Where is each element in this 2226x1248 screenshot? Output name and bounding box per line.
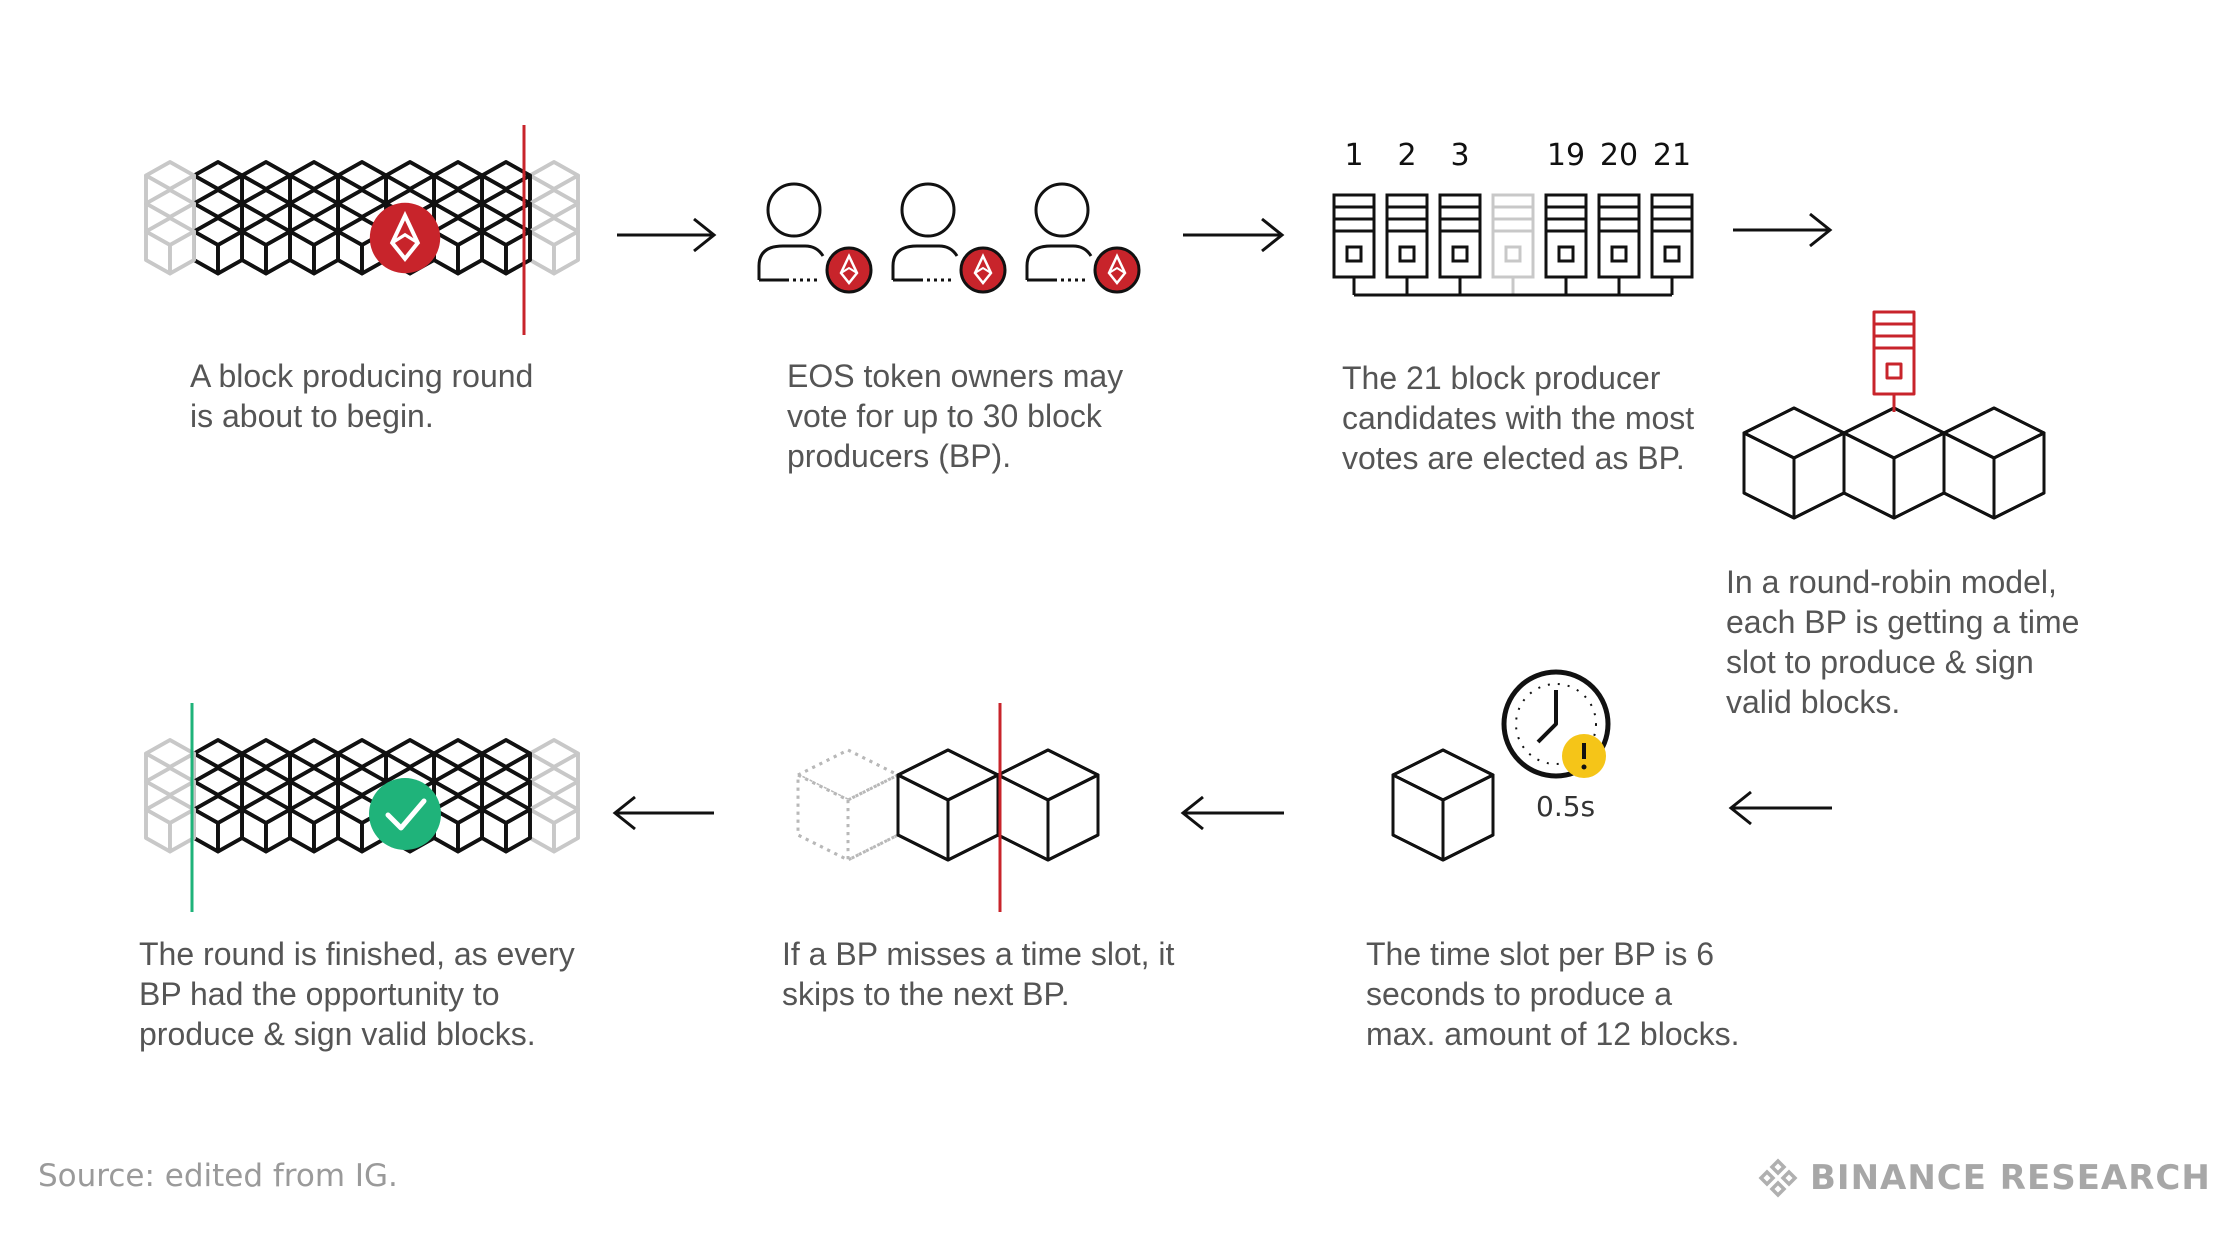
step3-caption: The 21 block producer candidates with th… <box>1342 360 1695 476</box>
step6-caption: If a BP misses a time slot, it skips to … <box>782 936 1175 1012</box>
missed-slot-illustration <box>796 703 1100 912</box>
server-number: 2 <box>1397 138 1417 173</box>
round-robin-illustration <box>1742 310 2046 520</box>
cube-icon <box>288 794 340 854</box>
server-number: 19 <box>1546 138 1586 173</box>
cube-icon <box>192 794 244 854</box>
cube-icon <box>1842 406 1946 520</box>
step4-caption: In a round-robin model, each BP is getti… <box>1726 564 2080 720</box>
cube-icon <box>288 216 340 276</box>
eos-logo-icon <box>370 203 440 273</box>
user-icon <box>757 182 825 282</box>
faded-cube-icon <box>796 748 900 862</box>
eos-logo-icon <box>1093 246 1141 294</box>
user-icon <box>891 182 959 282</box>
step2-caption: EOS token owners may vote for up to 30 b… <box>787 358 1124 474</box>
server-icon <box>1872 310 1916 414</box>
source-note: Source: edited from IG. <box>38 1158 398 1194</box>
step5-caption: The time slot per BP is 6 seconds to pro… <box>1366 936 1740 1052</box>
cube-icon <box>528 216 580 276</box>
cube-icon <box>240 794 292 854</box>
step7-block-grid <box>144 738 580 854</box>
block-producer-servers <box>1332 193 1694 297</box>
arrow-left-icon <box>1728 790 1832 826</box>
cube-icon <box>996 748 1100 862</box>
cube-icon <box>1942 406 2046 520</box>
server-icon <box>1385 193 1429 297</box>
cube-icon <box>1391 748 1495 862</box>
server-icon <box>1491 193 1535 297</box>
arrow-left-icon <box>1180 795 1284 831</box>
server-icon <box>1544 193 1588 297</box>
step1-caption: A block producing round is about to begi… <box>190 358 534 434</box>
step1-block-grid <box>144 160 580 276</box>
server-number: 1 <box>1344 138 1364 173</box>
cube-icon <box>432 216 484 276</box>
step7-caption: The round is finished, as every BP had t… <box>139 936 575 1052</box>
server-icon <box>1650 193 1694 297</box>
arrow-right-icon <box>1733 212 1833 248</box>
eos-logo-icon <box>825 246 873 294</box>
cube-icon <box>144 216 196 276</box>
warning-icon <box>1562 734 1606 778</box>
cube-icon <box>240 216 292 276</box>
cube-icon <box>896 748 1000 862</box>
brand-logo: BINANCE RESEARCH <box>1758 1158 2211 1198</box>
server-icon <box>1438 193 1482 297</box>
arrow-right-icon <box>1183 217 1285 253</box>
arrow-right-icon <box>617 217 717 253</box>
cube-icon <box>528 794 580 854</box>
user-icon <box>1025 182 1093 282</box>
cube-icon <box>432 794 484 854</box>
check-icon <box>369 778 441 850</box>
brand-name: BINANCE RESEARCH <box>1810 1158 2211 1198</box>
server-icon <box>1332 193 1376 297</box>
cube-icon <box>144 794 196 854</box>
time-slot-illustration <box>1391 669 1611 862</box>
server-number: 21 <box>1652 138 1692 173</box>
server-icon <box>1597 193 1641 297</box>
timer-label: 0.5s <box>1536 790 1596 823</box>
binance-logo-icon <box>1758 1158 1798 1198</box>
eos-logo-icon <box>959 246 1007 294</box>
cube-icon <box>480 794 532 854</box>
token-owners-group <box>757 182 1141 294</box>
cube-icon <box>1742 406 1846 520</box>
server-number: 20 <box>1599 138 1639 173</box>
cube-icon <box>192 216 244 276</box>
arrow-left-icon <box>612 795 714 831</box>
server-number: 3 <box>1450 138 1470 173</box>
